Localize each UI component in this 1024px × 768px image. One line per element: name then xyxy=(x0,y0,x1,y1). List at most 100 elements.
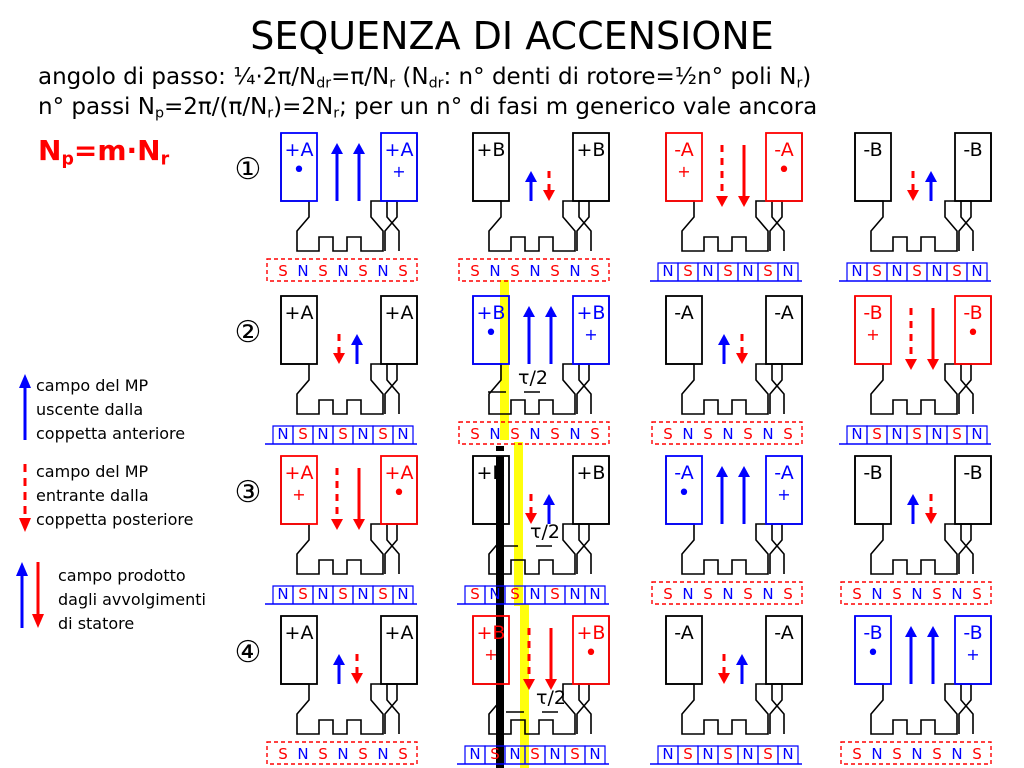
rotor-pole-n: N xyxy=(951,745,962,763)
rotor-pole-s: S xyxy=(932,745,942,763)
mp-field-arrow-in xyxy=(525,494,537,524)
rotor-pole-s: S xyxy=(952,425,962,443)
rotor-pole-s: S xyxy=(378,585,388,603)
rotor-pole-s: S xyxy=(852,745,862,763)
left-pole xyxy=(665,615,703,685)
tau-half-label-4: τ/2 xyxy=(536,687,566,709)
rotor-pole-s: S xyxy=(378,425,388,443)
rotor-tooth xyxy=(392,425,414,444)
right-pole-label: +A xyxy=(385,462,414,484)
rotor-pole-n: N xyxy=(277,425,288,443)
stator-field-arrow-2 xyxy=(738,145,750,207)
rotor-pole-n: N xyxy=(782,745,793,763)
mp-field-arrow-in xyxy=(907,171,919,201)
stator-field-arrow-2 xyxy=(738,466,750,524)
rotor-tooth xyxy=(777,745,799,764)
rotor-tooth xyxy=(584,585,606,604)
right-pole-label: +A xyxy=(385,622,414,644)
mp-field-arrow-out xyxy=(543,494,555,524)
rotor-pole-s: S xyxy=(510,262,520,280)
rotor-cup-outline xyxy=(651,581,803,605)
left-pole-label: +A xyxy=(285,462,314,484)
stator-field-arrow-1-head xyxy=(523,306,535,317)
rotor-pole-s: S xyxy=(510,425,520,443)
right-pole xyxy=(380,132,418,202)
mp-field-arrow-out xyxy=(907,494,919,524)
stator-field-arrow-1 xyxy=(905,626,917,684)
left-winding-mark: • xyxy=(867,641,880,666)
right-pole xyxy=(380,295,418,365)
rotor-pole-n: N xyxy=(357,425,368,443)
stator-field-arrow-1 xyxy=(716,466,728,524)
rotor-pole-n: N xyxy=(951,585,962,603)
left-pole xyxy=(280,295,318,365)
mp-field-arrow-in-head xyxy=(907,190,919,201)
mp-field-arrow-out-head xyxy=(718,334,730,345)
rotor-pole-s: S xyxy=(783,425,793,443)
rotor-pole-s: S xyxy=(932,585,942,603)
rotor-pole-n: N xyxy=(489,262,500,280)
rotor-pole-n: N xyxy=(549,745,560,763)
left-pole xyxy=(280,132,318,202)
stator-field-arrow-2 xyxy=(927,626,939,684)
rotor-pole-n: N xyxy=(762,585,773,603)
rotor-pole-s: S xyxy=(278,262,288,280)
rotor-pole-s: S xyxy=(338,425,348,443)
tau-half-label-3: τ/2 xyxy=(530,521,560,543)
right-pole-label: +B xyxy=(577,622,606,644)
rotor-pole-s: S xyxy=(892,745,902,763)
right-pole xyxy=(765,615,803,685)
left-pole xyxy=(665,132,703,202)
stator-field-arrow-2-head xyxy=(738,196,750,207)
rotor-pole-s: S xyxy=(318,745,328,763)
left-pole-label: +B xyxy=(477,622,506,644)
rotor-pole-s: S xyxy=(723,745,733,763)
right-winding-mark: • xyxy=(585,641,598,666)
rotor-pole-n: N xyxy=(971,425,982,443)
right-pole xyxy=(954,132,992,202)
mp-field-arrow-out-head xyxy=(543,494,555,505)
mp-field-arrow-in-head xyxy=(333,353,345,364)
stator-field-arrow-2-head xyxy=(927,626,939,637)
right-pole-label: +A xyxy=(385,139,414,161)
rotor-pole-n: N xyxy=(529,585,540,603)
right-pole-label: -A xyxy=(774,302,793,324)
mp-field-arrow-in xyxy=(718,654,730,684)
right-pole-label: -A xyxy=(774,462,793,484)
rotor-cup-outline xyxy=(266,258,418,282)
legend-mp-out-arrow xyxy=(19,374,31,440)
rotor-pole-s: S xyxy=(972,745,982,763)
rotor-pole-s: S xyxy=(570,745,580,763)
right-winding-mark: • xyxy=(778,158,791,183)
left-pole xyxy=(472,455,510,525)
mp-field-arrow-in-head xyxy=(525,513,537,524)
right-pole xyxy=(765,132,803,202)
tooth-alignment-highlight-4 xyxy=(520,604,529,768)
step-angle-formula: angolo di passo: ¼·2π/Ndr=π/Nr (Ndr: n° … xyxy=(38,64,812,92)
step-marker-3: ③ xyxy=(235,475,262,510)
rotor-pole-s: S xyxy=(852,585,862,603)
rotor-pole-n: N xyxy=(589,585,600,603)
right-pole-label: -B xyxy=(963,302,982,324)
tooth-alignment-highlight-2 xyxy=(500,280,509,440)
mp-field-arrow-in xyxy=(543,171,555,201)
rotor-pole-n: N xyxy=(529,262,540,280)
legend-mp-in-arrow xyxy=(19,464,31,532)
rotor-pole-n: N xyxy=(509,745,520,763)
rotor-pole-s: S xyxy=(490,745,500,763)
right-pole-label: -A xyxy=(774,622,793,644)
rotor-pole-s: S xyxy=(298,425,308,443)
rotor-pole-s: S xyxy=(872,425,882,443)
left-pole-label: +A xyxy=(285,139,314,161)
rotor-pole-n: N xyxy=(742,745,753,763)
left-winding-mark: • xyxy=(293,158,306,183)
